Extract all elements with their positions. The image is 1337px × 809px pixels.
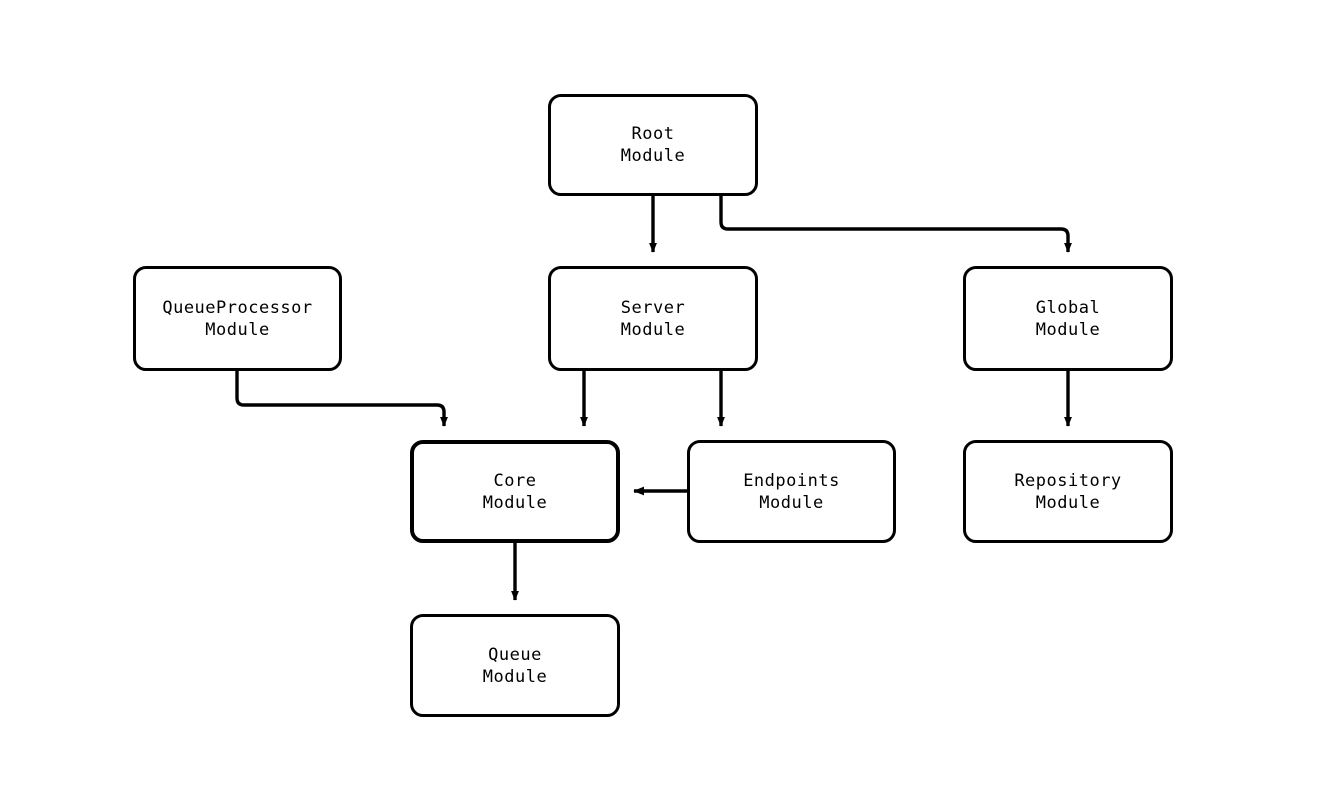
node-core-module[interactable]: Core Module [410,440,620,543]
node-endpoints-module-line2: Module [759,492,824,513]
node-endpoints-module-line1: Endpoints [743,470,840,491]
node-queueprocessor-module[interactable]: QueueProcessor Module [133,266,342,371]
node-core-module-line2: Module [482,492,548,513]
node-server-module-line1: Server [620,297,686,318]
node-queue-module-line2: Module [482,666,548,687]
node-global-module-line1: Global [1035,297,1101,318]
node-queueprocessor-module-line1: QueueProcessor [162,297,313,318]
node-server-module-line2: Module [620,319,686,340]
node-repository-module-line2: Module [1035,492,1101,513]
edge-queueprocessor-to-core [235,371,448,427]
node-server-module[interactable]: Server Module [548,266,758,371]
node-global-module[interactable]: Global Module [963,266,1173,371]
node-root-module-line2: Module [620,146,686,166]
node-repository-module-line1: Repository [1014,470,1122,491]
node-repository-module[interactable]: Repository Module [963,440,1173,543]
node-core-module-line1: Core [493,470,537,491]
node-queue-module-line1: Queue [488,644,542,665]
node-root-module-line1: Root [631,124,675,144]
edge-root-to-global [719,196,1072,253]
node-endpoints-module[interactable]: Endpoints Module [687,440,896,543]
node-queueprocessor-module-line2: Module [205,319,270,340]
node-queue-module[interactable]: Queue Module [410,614,620,717]
node-global-module-line2: Module [1035,319,1101,340]
node-root-module[interactable]: Root Module [548,94,758,196]
